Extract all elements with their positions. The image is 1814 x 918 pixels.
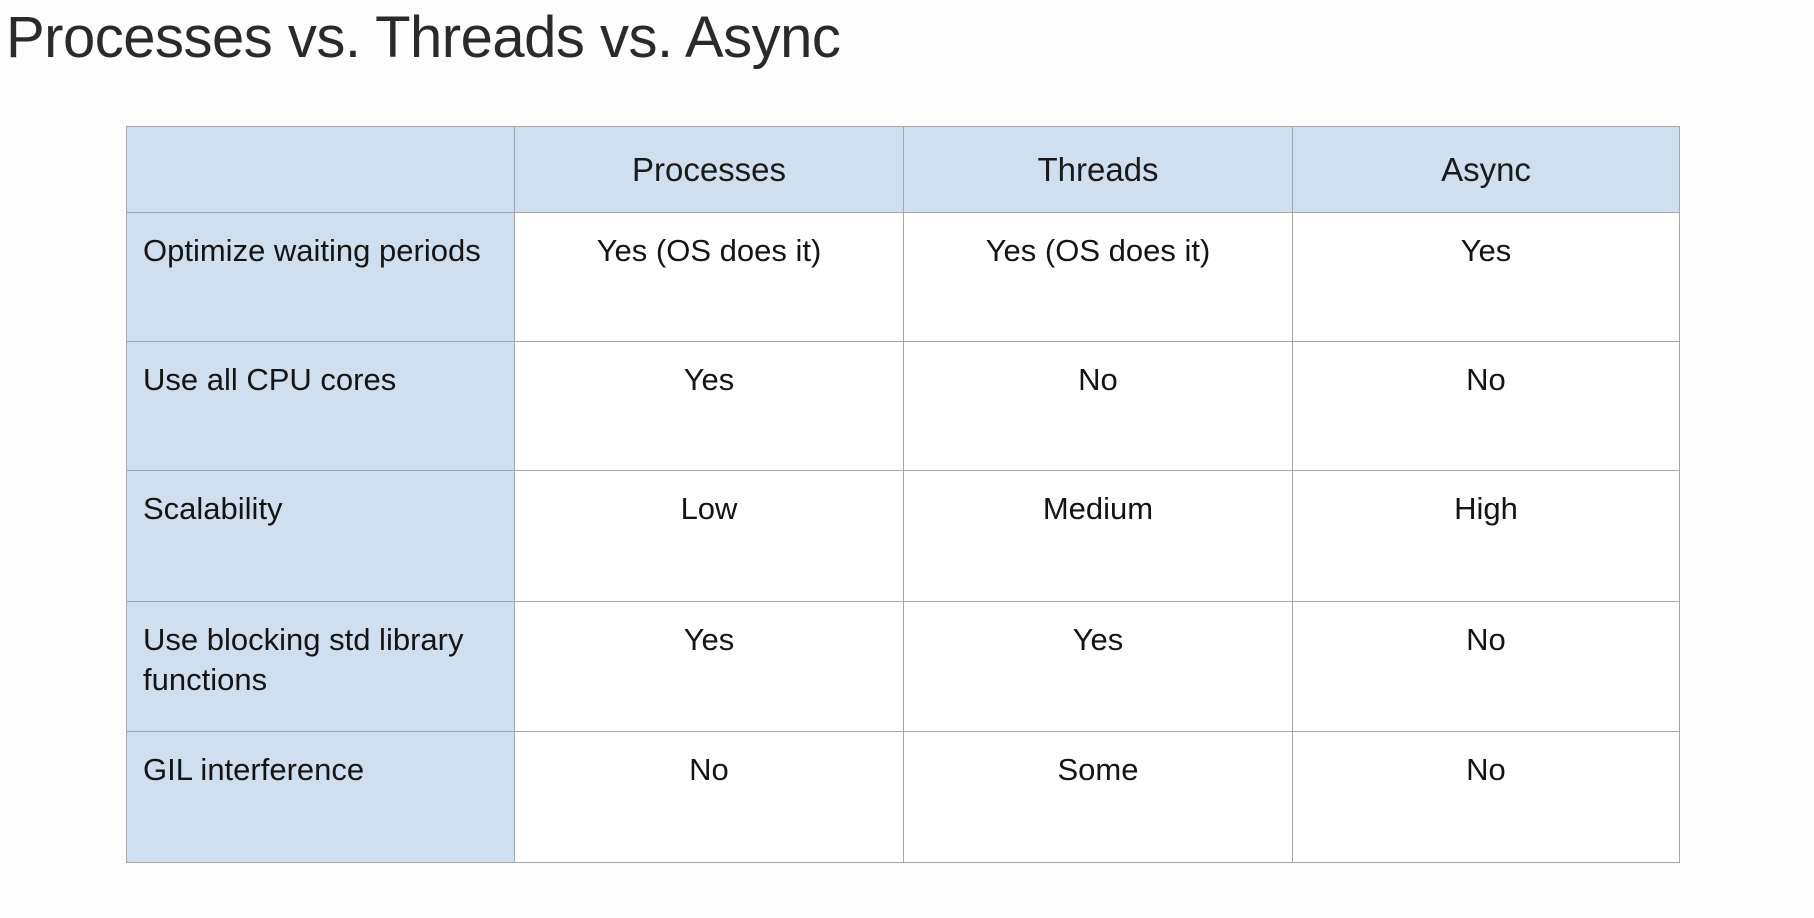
table-row: Scalability Low Medium High bbox=[126, 470, 1680, 602]
row-label-optimize-waiting-periods: Optimize waiting periods bbox=[126, 212, 515, 342]
comparison-table-container: Processes Threads Async Optimize waiting… bbox=[126, 126, 1680, 863]
cell-gil-interference-async: No bbox=[1292, 731, 1680, 863]
cell-use-blocking-std-library-functions-threads: Yes bbox=[903, 601, 1293, 732]
cell-use-all-cpu-cores-async: No bbox=[1292, 341, 1680, 471]
cell-gil-interference-threads: Some bbox=[903, 731, 1293, 863]
cell-optimize-waiting-periods-processes: Yes (OS does it) bbox=[514, 212, 904, 342]
table-header-row: Processes Threads Async bbox=[126, 126, 1680, 213]
column-header-async: Async bbox=[1292, 126, 1680, 213]
row-label-scalability: Scalability bbox=[126, 470, 515, 602]
column-header-blank bbox=[126, 126, 515, 213]
row-label-gil-interference: GIL interference bbox=[126, 731, 515, 863]
column-header-threads: Threads bbox=[903, 126, 1293, 213]
cell-scalability-threads: Medium bbox=[903, 470, 1293, 602]
table-row: Use all CPU cores Yes No No bbox=[126, 341, 1680, 471]
column-header-processes: Processes bbox=[514, 126, 904, 213]
cell-use-all-cpu-cores-processes: Yes bbox=[514, 341, 904, 471]
cell-use-all-cpu-cores-threads: No bbox=[903, 341, 1293, 471]
table-row: Optimize waiting periods Yes (OS does it… bbox=[126, 212, 1680, 342]
cell-scalability-async: High bbox=[1292, 470, 1680, 602]
page-title: Processes vs. Threads vs. Async bbox=[6, 5, 841, 70]
cell-use-blocking-std-library-functions-async: No bbox=[1292, 601, 1680, 732]
cell-gil-interference-processes: No bbox=[514, 731, 904, 863]
cell-optimize-waiting-periods-threads: Yes (OS does it) bbox=[903, 212, 1293, 342]
comparison-table: Processes Threads Async Optimize waiting… bbox=[126, 126, 1680, 863]
table-row: GIL interference No Some No bbox=[126, 731, 1680, 863]
cell-use-blocking-std-library-functions-processes: Yes bbox=[514, 601, 904, 732]
cell-optimize-waiting-periods-async: Yes bbox=[1292, 212, 1680, 342]
row-label-use-blocking-std-library-functions: Use blocking std library functions bbox=[126, 601, 515, 732]
row-label-use-all-cpu-cores: Use all CPU cores bbox=[126, 341, 515, 471]
cell-scalability-processes: Low bbox=[514, 470, 904, 602]
table-row: Use blocking std library functions Yes Y… bbox=[126, 601, 1680, 732]
